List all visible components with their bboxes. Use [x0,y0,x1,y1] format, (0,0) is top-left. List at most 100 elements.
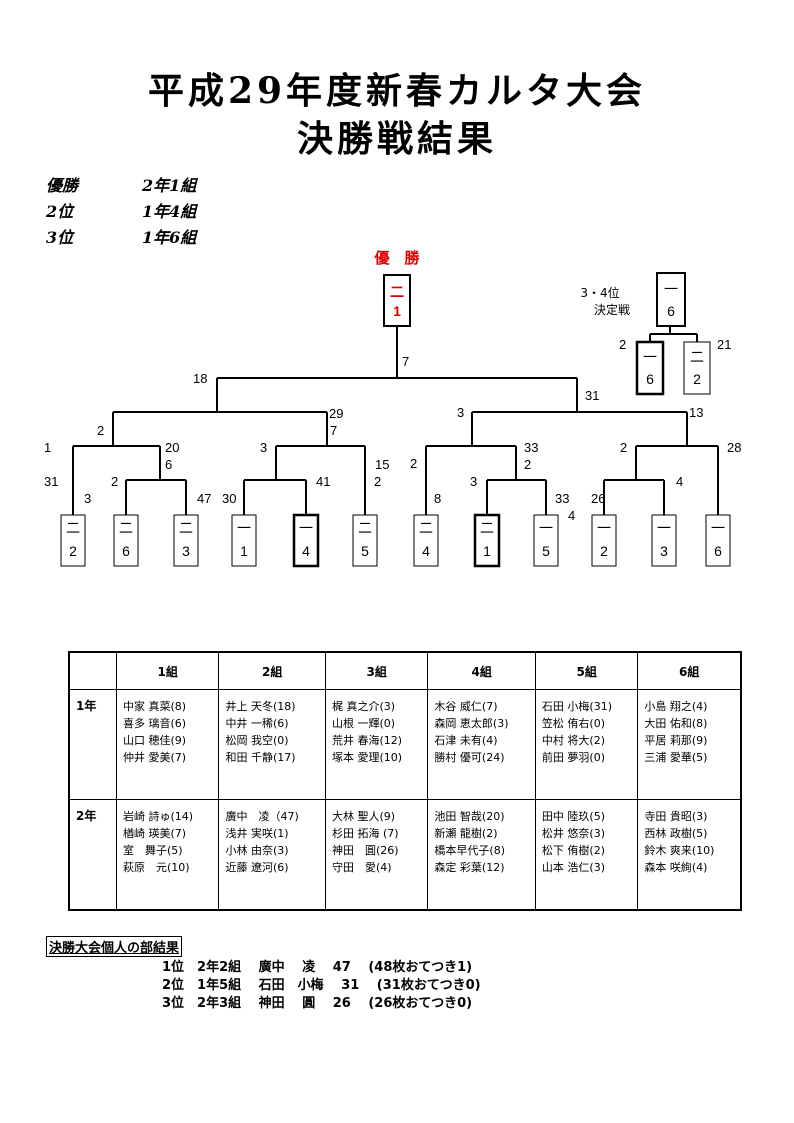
student-entry: 杉田 拓海 (7) [331,826,399,840]
team-box: 一2 [591,514,617,567]
table-cell: 大林 聖人(9)杉田 拓海 (7)神田 圓(26)守田 愛(4) [324,798,429,911]
student-entry: 笠松 侑右(0) [541,717,605,730]
team-class: 4 [302,543,310,559]
score-label: 20 [165,440,179,455]
table-cell: 石田 小梅(31)笠松 侑右(0)中村 将大(2)前田 夢羽(0) [534,689,639,800]
team-box: 一3 [651,514,677,567]
student-entry: 鈴木 爽来(10) [644,843,715,857]
table-year: 2年 [68,798,117,911]
third-box-class: 6 [646,371,654,387]
third-place-box: 二2 [683,341,711,395]
student-entry: 森本 咲絢(4) [644,860,708,874]
table-header [68,651,117,690]
student-entry: 浅井 実咲(1) [225,826,289,840]
team-class: 2 [600,543,608,559]
team-class: 1 [240,543,248,559]
team-box: 一1 [231,514,257,567]
table-row: 2年岩崎 詩ゅ(14)楢崎 瑛美(7)室 舞子(5)萩原 元(10)廣中 凌（4… [68,798,742,911]
team-grade: 一 [539,521,553,537]
score-label: 47 [197,491,211,506]
score-label: 33 [524,440,538,455]
champion-grade: 二 [390,285,404,301]
score-label: 26 [591,491,605,506]
team-class: 1 [483,543,491,559]
student-entry: 石津 未有(4) [434,734,498,747]
table-cell: 池田 智哉(20)新瀬 龍樹(2)橋本早代子(8)森定 彩葉(12) [427,798,536,911]
table-header: 5組 [534,651,639,690]
student-entry: 廣中 凌（47) [225,809,299,823]
student-entry: 松下 侑樹(2) [541,843,605,857]
team-grade: 一 [299,521,313,537]
student-entry: 大田 佑和(8) [644,717,708,730]
student-entry: 神田 圓(26) [331,843,399,857]
student-entry: 萩原 元(10) [123,860,190,874]
individual-result-1: 1位 2年2組 廣中 凌 47 (48枚おてつき1) [162,960,473,975]
individual-result-2: 2位 1年5組 石田 小梅 31 (31枚おてつき0) [162,978,481,993]
score-label: 6 [165,457,172,472]
third-place-score: 2 [619,337,626,352]
third-place-label-2: 決定戦 [594,302,630,317]
student-entry: 寺田 貴昭(3) [644,809,708,823]
student-entry: 岩崎 詩ゅ(14) [123,809,194,823]
student-entry: 守田 愛(4) [331,860,392,874]
third-place-winner-box: 一6 [656,272,686,327]
student-entry: 森定 彩葉(12) [434,860,505,874]
team-grade: 二 [419,521,433,537]
student-entry: 西林 政樹(5) [644,826,708,840]
ranking-label: 優勝 [46,176,79,195]
team-grade: 二 [119,521,133,537]
score-label: 3 [260,440,267,455]
score-label: 2 [97,423,104,438]
table-header: 3組 [324,651,429,690]
table-cell: 田中 陸玖(5)松井 悠奈(3)松下 侑樹(2)山本 浩仁(3) [534,798,639,911]
table-cell: 廣中 凌（47)浅井 実咲(1)小林 由奈(3)近藤 遼河(6) [218,798,326,911]
score-label: 7 [330,423,337,438]
table-header: 4組 [427,651,536,690]
student-entry: 仲井 愛美(7) [123,751,187,764]
table-cell: 梶 真之介(3)山根 一輝(0)荒井 春海(12)塚本 愛理(10) [324,689,429,800]
third-box-grade: 一 [643,350,657,366]
table-header-row: 1組 2組 3組 4組 5組 6組 [68,651,742,690]
score-label: 4 [676,474,683,489]
student-entry: 喜多 璃音(6) [123,717,187,730]
team-box: 一4 [292,513,320,568]
student-entry: 山本 浩仁(3) [541,860,605,874]
team-grade: 一 [657,521,671,537]
score-label: 18 [193,371,207,386]
team-class: 5 [361,543,369,559]
score-label: 3 [84,491,91,506]
student-entry: 橋本早代子(8) [434,843,506,857]
third-place-label: 3・4位 [580,285,619,300]
student-entry: 塚本 愛理(10) [331,751,403,764]
team-grade: 一 [711,521,725,537]
student-entry: 新瀬 龍樹(2) [434,826,498,840]
page-subtitle: 決勝戦結果 [296,118,497,160]
champion-box: 二1 [383,274,411,327]
student-entry: 梶 真之介(3) [331,700,396,713]
student-entry: 松岡 我空(0) [225,734,289,747]
table-cell: 木谷 威仁(7)森岡 恵太郎(3)石津 未有(4)勝村 優可(24) [427,689,536,800]
class-results-table: 1組 2組 3組 4組 5組 6組 1年中家 真菜(8)喜多 璃音(6)山口 穂… [68,651,742,911]
student-entry: 楢崎 瑛美(7) [123,826,187,840]
team-grade: 一 [597,521,611,537]
ranking-1: 優勝 2年1組 [46,172,196,196]
student-entry: 中村 将大(2) [541,734,605,747]
score-label: 2 [620,440,627,455]
student-entry: 勝村 優可(24) [434,751,505,764]
team-class: 3 [660,543,668,559]
score-label: 3 [470,474,477,489]
table-cell: 寺田 貴昭(3) 西林 政樹(5) 鈴木 爽来(10) 森本 咲絢(4) [637,798,742,911]
score-label: 8 [434,491,441,506]
team-class: 6 [122,543,130,559]
team-box: 二4 [413,514,439,567]
ranking-value: 1年6組 [142,228,197,247]
team-grade: 二 [358,521,372,537]
student-entry: 山口 穂佳(9) [123,734,187,747]
score-label: 28 [727,440,741,455]
score-label: 41 [316,474,330,489]
score-label: 13 [689,405,703,420]
ranking-value: 2年1組 [142,176,197,195]
